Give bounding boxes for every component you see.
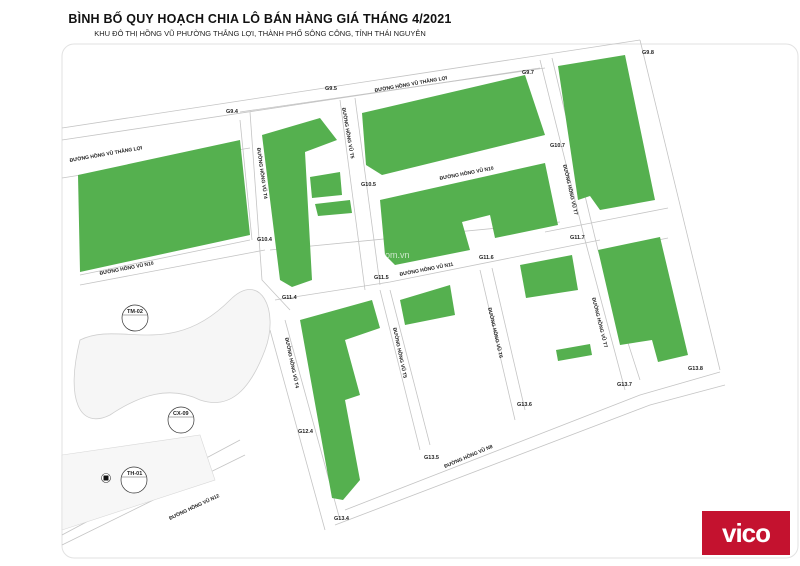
node-g9-4: G9.4 xyxy=(226,109,239,115)
green-lots xyxy=(78,55,688,500)
node-g9-7: G9.7 xyxy=(522,70,534,76)
park-area xyxy=(73,289,271,420)
svg-text:CX-09: CX-09 xyxy=(173,411,189,417)
lot-small-1 xyxy=(310,172,342,198)
lot-block-t7-south xyxy=(598,237,688,362)
road-label-t4-south: ĐƯỜNG HỒNG VŨ T4 xyxy=(283,337,302,389)
node-g10-4: G10.4 xyxy=(257,237,273,243)
watermark: .com.vn xyxy=(378,250,410,260)
node-g11-6: G11.6 xyxy=(479,255,494,261)
node-g13-8: G13.8 xyxy=(688,366,703,372)
lot-block-t4-north xyxy=(262,118,337,287)
lot-small-2 xyxy=(315,200,352,216)
node-g13-6: G13.6 xyxy=(517,402,532,408)
node-g13-4: G13.4 xyxy=(334,516,350,522)
road-label-t5-north: ĐƯỜNG HỒNG VŨ T5 xyxy=(340,107,357,159)
node-g10-5: G10.5 xyxy=(361,182,376,188)
node-g12-4: G12.4 xyxy=(298,429,314,435)
node-g11-5: G11.5 xyxy=(374,275,389,281)
lot-block-west xyxy=(78,140,250,272)
road-label-t5-south: ĐƯỜNG HỒNG VŨ T5 xyxy=(391,327,410,379)
lot-block-t4-south xyxy=(300,300,380,500)
transformer-icon xyxy=(101,473,111,483)
node-g13-5: G13.5 xyxy=(424,455,439,461)
page-title: BÌNH BỐ QUY HOẠCH CHIA LÔ BÁN HÀNG GIÁ T… xyxy=(68,12,452,26)
zone-marker-cx09: CX-09 xyxy=(167,406,195,434)
map-border xyxy=(61,43,799,559)
lot-strip-t7 xyxy=(556,344,592,361)
lot-block-t5 xyxy=(400,285,455,325)
lot-block-t7-north xyxy=(558,55,655,210)
node-g9-8: G9.8 xyxy=(642,50,654,56)
node-g10-7: G10.7 xyxy=(550,143,565,149)
svg-text:TM-02: TM-02 xyxy=(127,309,143,315)
page-subtitle: KHU ĐÔ THỊ HỒNG VŨ PHƯỜNG THẮNG LỢI, THÀ… xyxy=(94,29,426,38)
node-g11-7: G11.7 xyxy=(570,235,585,241)
svg-text:TH-01: TH-01 xyxy=(127,471,142,477)
zone-marker-th01: TH-01 xyxy=(120,466,148,494)
node-g11-4: G11.4 xyxy=(282,295,298,301)
road-label-n8: ĐƯỜNG HỒNG VŨ N8 xyxy=(443,442,494,470)
node-g13-7: G13.7 xyxy=(617,382,632,388)
road-label-thang-loi-west: ĐƯỜNG HỒNG VŨ THẮNG LỢI xyxy=(69,143,143,164)
road-label-n12: ĐƯỜNG HỒNG VŨ N12 xyxy=(167,491,220,522)
node-g9-5: G9.5 xyxy=(325,86,337,92)
lot-block-thang-loi xyxy=(362,75,545,175)
lot-block-t6 xyxy=(520,255,578,298)
zone-marker-tm02: TM-02 xyxy=(121,304,149,332)
vico-logo: vico xyxy=(702,511,790,555)
lot-block-n10-n11 xyxy=(380,163,558,265)
node-labels: G9.8 G9.7 G9.5 G9.4 G10.7 G10.5 G10.4 G1… xyxy=(226,50,703,522)
